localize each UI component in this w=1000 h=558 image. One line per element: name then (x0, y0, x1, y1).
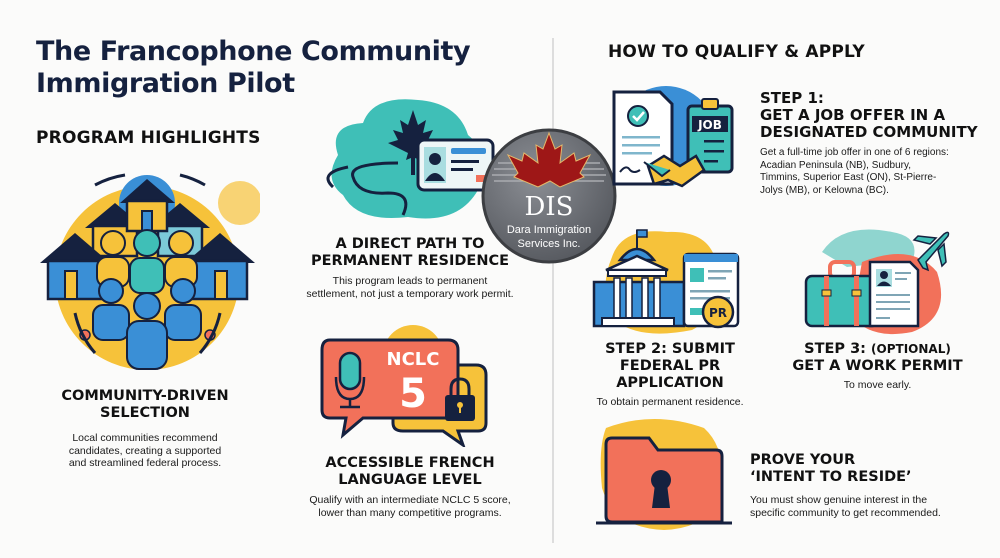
intent-to-reside-description: You must show genuine interest in the sp… (750, 494, 995, 519)
nclc-badge-number: 5 (399, 371, 427, 417)
desc-line: Timmins, Superior East (ON), St-Pierre- (760, 172, 937, 183)
title-line: FEDERAL PR (619, 358, 721, 374)
nclc-speech-bubble-icon: NCLC 5 (318, 325, 488, 447)
title-line: ACCESSIBLE FRENCH (325, 455, 495, 471)
title-line: ‘INTENT TO RESIDE’ (750, 469, 912, 485)
step-3-description: To move early. (843, 379, 912, 391)
intent-to-reside-title: PROVE YOUR ‘INTENT TO RESIDE’ (750, 452, 995, 486)
logo-initials: DIS (525, 192, 574, 222)
step-2-description: To obtain permanent residence. (596, 396, 744, 408)
desc-line: settlement, not just a temporary work pe… (306, 287, 514, 300)
desc-line: Jolys (MB), or Kelowna (BC). (760, 184, 889, 196)
title-line: APPLICATION (616, 375, 724, 391)
pr-coin-label: PR (709, 306, 727, 320)
step-1-description: Get a full-time job offer in one of 6 re… (760, 147, 995, 197)
desc-line: lower than many competitive programs. (318, 506, 502, 519)
step-3-title: STEP 3: (OPTIONAL) GET A WORK PERMIT (790, 341, 965, 375)
desc-line: Get a full-time job offer in one of 6 re… (760, 147, 949, 158)
title-line-1: The Francophone Community (36, 36, 471, 67)
work-permit-suitcase-icon (802, 222, 952, 337)
optional-label: (OPTIONAL) (871, 342, 951, 356)
column-divider (552, 38, 554, 543)
title-line: STEP 1: (760, 89, 824, 107)
step-3-prefix: STEP 3: (804, 341, 872, 357)
french-level-title: ACCESSIBLE FRENCH LANGUAGE LEVEL (290, 455, 530, 489)
desc-line: You must show genuine interest in the (750, 494, 928, 506)
federal-pr-application-icon: PR (592, 222, 742, 337)
desc-line: This program leads to permanent (332, 275, 488, 287)
job-offer-handshake-icon: JOB (608, 84, 738, 194)
step-1-title: STEP 1: GET A JOB OFFER IN A DESIGNATED … (760, 90, 1000, 141)
title-line: STEP 2: SUBMIT (605, 341, 735, 357)
title-line: GET A JOB OFFER IN A (760, 106, 946, 124)
locked-folder-icon (594, 418, 734, 533)
title-line: DESIGNATED COMMUNITY (760, 123, 978, 141)
title-line-2: Immigration Pilot (36, 68, 295, 99)
desc-line: Local communities recommend (72, 432, 218, 444)
logo-name-line1: Dara Immigration (507, 224, 591, 236)
title-line: GET A WORK PERMIT (792, 358, 963, 374)
dis-logo: DIS Dara Immigration Services Inc. (480, 125, 618, 267)
title-line: A DIRECT PATH TO (335, 236, 485, 252)
desc-line: Acadian Peninsula (NB), Sudbury, (760, 159, 912, 171)
french-level-description: Qualify with an intermediate NCLC 5 scor… (280, 494, 540, 519)
path-to-pr-card-icon (318, 95, 498, 225)
title-line: PERMANENT RESIDENCE (311, 253, 509, 269)
program-highlights-heading: PROGRAM HIGHLIGHTS (36, 128, 261, 148)
title-line: PROVE YOUR (750, 452, 856, 468)
nclc-badge-text: NCLC (387, 349, 440, 370)
desc-line: candidates, creating a supported (68, 444, 222, 457)
how-to-apply-heading: HOW TO QUALIFY & APPLY (608, 42, 865, 62)
direct-path-description: This program leads to permanent settleme… (280, 275, 540, 300)
desc-line: Qualify with an intermediate NCLC 5 scor… (309, 494, 511, 506)
community-driven-title: COMMUNITY-DRIVEN SELECTION (10, 388, 280, 422)
title-line: LANGUAGE LEVEL (338, 472, 482, 488)
community-driven-description: Local communities recommend candidates, … (20, 432, 270, 470)
title-line: STEP 3: (OPTIONAL) (790, 341, 965, 358)
logo-name-line2: Services Inc. (518, 238, 581, 250)
community-houses-people-icon (35, 163, 260, 373)
title-line: SELECTION (100, 405, 190, 421)
page-title: The Francophone Community Immigration Pi… (36, 36, 471, 100)
title-line: COMMUNITY-DRIVEN (61, 388, 229, 404)
direct-path-title: A DIRECT PATH TO PERMANENT RESIDENCE (290, 236, 530, 270)
desc-line: and streamlined federal process. (68, 457, 222, 469)
desc-line: specific community to get recommended. (750, 506, 941, 519)
job-clipboard-label: JOB (697, 118, 722, 132)
step-2-title: STEP 2: SUBMIT FEDERAL PR APPLICATION (590, 341, 750, 392)
